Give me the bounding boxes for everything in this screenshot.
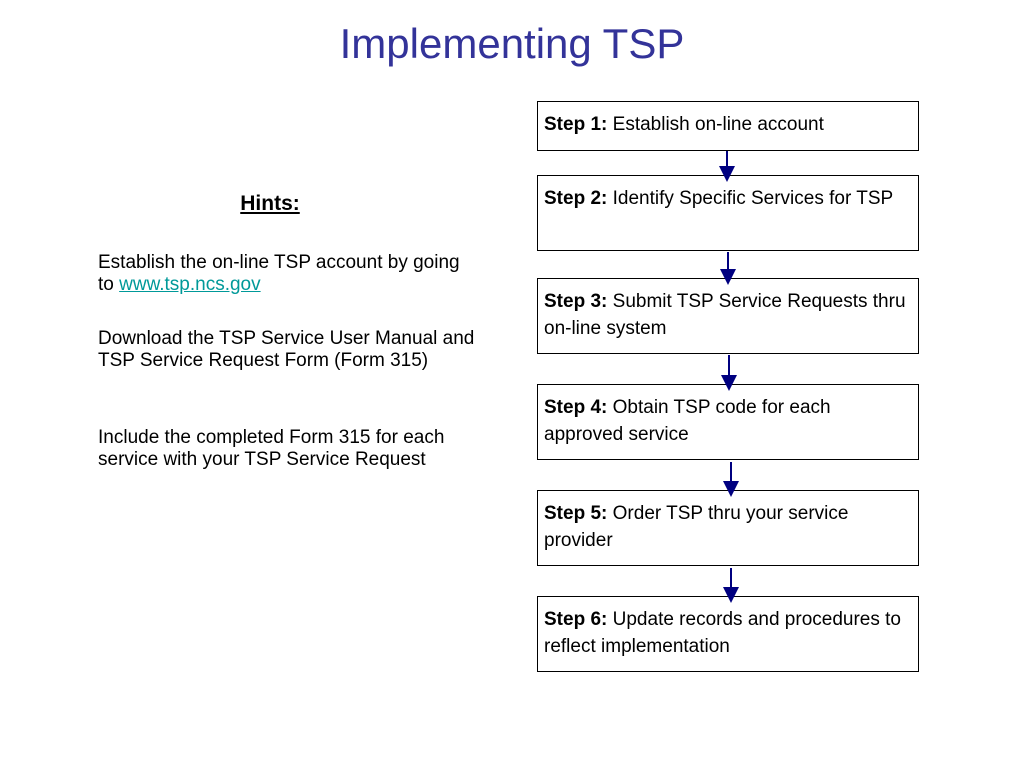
step-2-label: Step 2: [544, 188, 608, 209]
step-2-box: Step 2: Identify Specific Services for T… [537, 175, 919, 251]
step-5-box: Step 5: Order TSP thru your service prov… [537, 490, 919, 566]
hint-text-2: Download the TSP Service User Manual and… [98, 328, 475, 371]
step-3-text: Submit TSP Service Requests thru on-line… [544, 291, 906, 339]
hint-text-3: Include the completed Form 315 for each … [98, 427, 445, 470]
step-4-label: Step 4: [544, 397, 608, 418]
step-6-box: Step 6: Update records and procedures to… [537, 596, 919, 672]
step-1-box: Step 1: Establish on-line account [537, 101, 919, 151]
step-1-label: Step 1: [544, 114, 608, 135]
page-title: Implementing TSP [339, 20, 685, 67]
hint-text-1: Establish the on-line TSP account by goi… [98, 252, 460, 295]
step-6-text: Update records and procedures to reflect… [544, 609, 901, 657]
hint-item-2: Download the TSP Service User Manual and… [98, 328, 478, 372]
step-6-label: Step 6: [544, 609, 608, 630]
step-5-label: Step 5: [544, 503, 608, 524]
step-3-label: Step 3: [544, 291, 608, 312]
tsp-website-link[interactable]: www.tsp.ncs.gov [119, 274, 261, 295]
step-4-text: Obtain TSP code for each approved servic… [544, 397, 831, 445]
step-3-box: Step 3: Submit TSP Service Requests thru… [537, 278, 919, 354]
step-4-box: Step 4: Obtain TSP code for each approve… [537, 384, 919, 460]
hint-item-3: Include the completed Form 315 for each … [98, 427, 478, 471]
hints-heading: Hints: [240, 192, 300, 215]
step-1-text: Establish on-line account [612, 114, 824, 135]
step-2-text: Identify Specific Services for TSP [612, 188, 894, 209]
hint-item-1: Establish the on-line TSP account by goi… [98, 252, 478, 296]
step-5-text: Order TSP thru your service provider [544, 503, 849, 551]
